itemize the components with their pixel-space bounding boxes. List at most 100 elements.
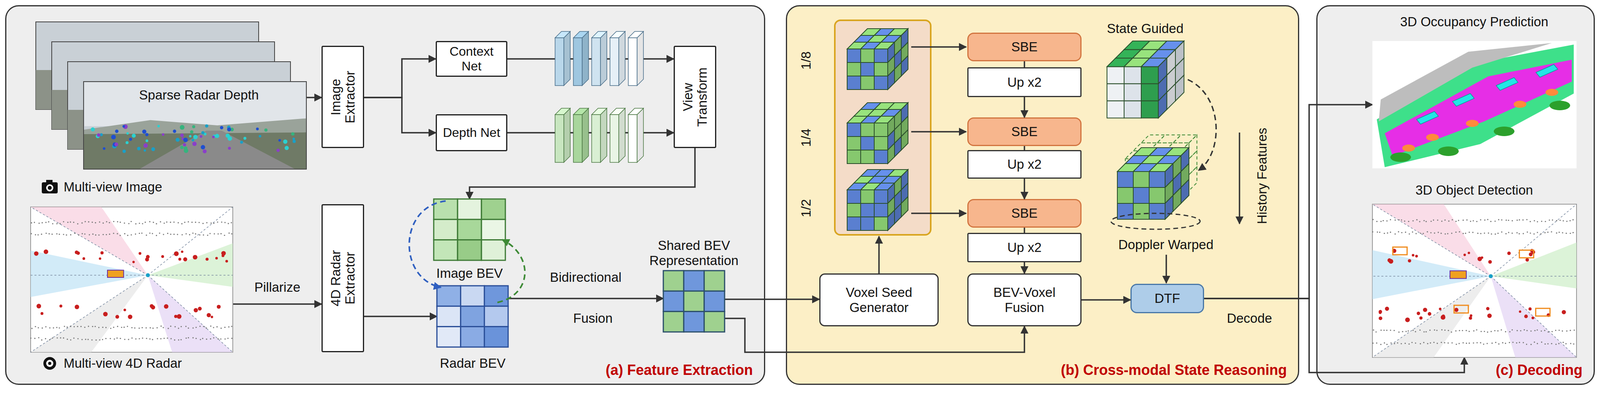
lidar-point <box>192 327 194 329</box>
lidar-point <box>1465 329 1467 332</box>
annotation-label: State Guided <box>1106 21 1184 37</box>
lidar-point <box>35 233 37 236</box>
node-text: Multi-view Image <box>63 179 163 195</box>
feature-slab <box>609 114 619 163</box>
feature-slab <box>555 37 564 86</box>
lidar-point <box>37 233 39 236</box>
lidar-point <box>1386 232 1388 234</box>
lidar-point <box>199 325 201 327</box>
feature-slab <box>609 108 626 115</box>
radar-point <box>146 255 150 259</box>
lidar-point <box>123 326 125 328</box>
lidar-point <box>155 223 158 225</box>
connector-arrow <box>1081 299 1131 301</box>
road <box>1384 59 1572 156</box>
lidar-point <box>1522 341 1524 343</box>
radar-point <box>150 305 156 310</box>
lidar-point <box>1400 342 1402 345</box>
radar-point <box>1387 258 1392 263</box>
feature-slab <box>628 31 644 38</box>
voxel-cell <box>901 55 909 77</box>
radar-point <box>74 304 80 310</box>
lidar-point <box>1475 329 1478 331</box>
lidar-point <box>1523 329 1525 331</box>
radar-point <box>1419 316 1423 320</box>
connector-arrow <box>724 298 820 301</box>
lidar-point <box>41 222 43 224</box>
lidar-point <box>1551 219 1554 221</box>
ego-car <box>1449 270 1467 279</box>
voxel-cell <box>874 76 888 90</box>
lidar-point <box>1507 219 1509 221</box>
lidar-point <box>145 234 147 236</box>
feature-slab <box>563 31 571 86</box>
lidar-point <box>128 222 130 225</box>
feature-stack <box>555 31 644 86</box>
feature-slab <box>573 31 589 38</box>
lidar-point <box>1508 231 1510 234</box>
radar-point <box>103 311 108 317</box>
lidar-point <box>202 222 204 225</box>
lidar-point <box>38 222 40 224</box>
lidar-point <box>1419 232 1421 234</box>
lidar-point <box>94 222 96 224</box>
seed-container <box>834 20 931 235</box>
lidar-point <box>1536 231 1538 233</box>
lidar-point <box>94 325 96 328</box>
voxel-cell <box>860 48 875 63</box>
annotation-label: 1/8 <box>798 51 814 70</box>
lidar-point <box>44 337 47 340</box>
voxel-cell <box>847 122 861 137</box>
radar-point <box>82 257 86 260</box>
lidar-point <box>202 325 205 328</box>
voxel-cell <box>1173 187 1181 212</box>
voxel-cell <box>847 136 861 151</box>
lidar-point <box>1490 330 1492 332</box>
lidar-point <box>1440 232 1442 234</box>
lidar-point <box>91 325 94 328</box>
lidar-point <box>1436 219 1439 221</box>
lidar-point <box>87 221 90 223</box>
node-text: Up x2 <box>1007 74 1042 90</box>
lidar-point <box>45 221 47 223</box>
lidar-point <box>1477 232 1479 234</box>
voxel-cell <box>1157 134 1181 143</box>
lidar-point <box>1447 329 1449 332</box>
node-text: Sparse Radar Depth <box>139 87 260 103</box>
radar-depth-point <box>292 139 296 143</box>
bev-cell <box>460 285 485 306</box>
lidar-point <box>192 232 194 234</box>
radar-depth-point <box>136 146 141 151</box>
lidar-point <box>202 234 205 236</box>
lidar-point <box>1444 219 1446 221</box>
radar-icon <box>46 359 54 367</box>
lidar-point <box>216 326 218 328</box>
feature-slab <box>637 31 644 86</box>
lidar-point <box>213 233 215 235</box>
lidar-point <box>1432 219 1435 221</box>
lidar-point <box>1380 329 1382 331</box>
lidar-point <box>169 233 172 235</box>
bev-cell <box>704 311 725 332</box>
lidar-point <box>62 233 65 235</box>
radar-depth-point <box>183 148 189 153</box>
radar-depth-point <box>180 145 184 150</box>
upsample-box: Up x2 <box>967 150 1082 179</box>
panel-heading: (b) Cross-modal State Reasoning <box>1060 361 1287 379</box>
lidar-point <box>77 223 79 225</box>
feature-slab <box>637 108 644 163</box>
lidar-point <box>170 337 172 340</box>
lidar-point <box>1411 231 1413 233</box>
radar-depth-point <box>191 138 195 142</box>
lidar-point <box>173 339 176 341</box>
annotation-label: Bidirectional <box>549 269 622 285</box>
voxel-cell <box>1106 66 1125 84</box>
annotation-label: Fusion <box>572 310 613 326</box>
lidar-point <box>91 339 93 341</box>
lidar-point <box>165 221 168 223</box>
radar-depth-point <box>180 133 184 137</box>
voxel-cell <box>1141 101 1159 119</box>
lidar-point <box>195 326 197 328</box>
radar-point <box>197 306 202 311</box>
object-voxels <box>1426 133 1439 141</box>
